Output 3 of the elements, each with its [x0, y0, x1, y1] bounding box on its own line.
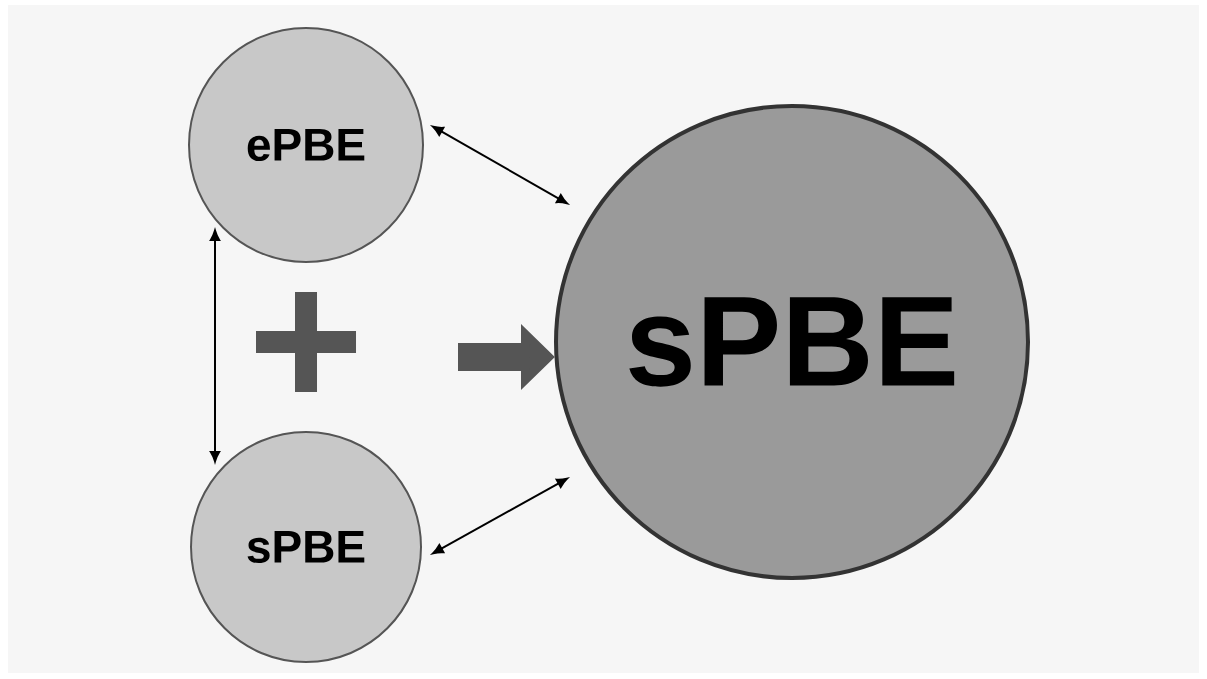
- double-arrow: [432, 125, 568, 205]
- double-arrow: [209, 229, 221, 463]
- double-arrow: [432, 477, 568, 555]
